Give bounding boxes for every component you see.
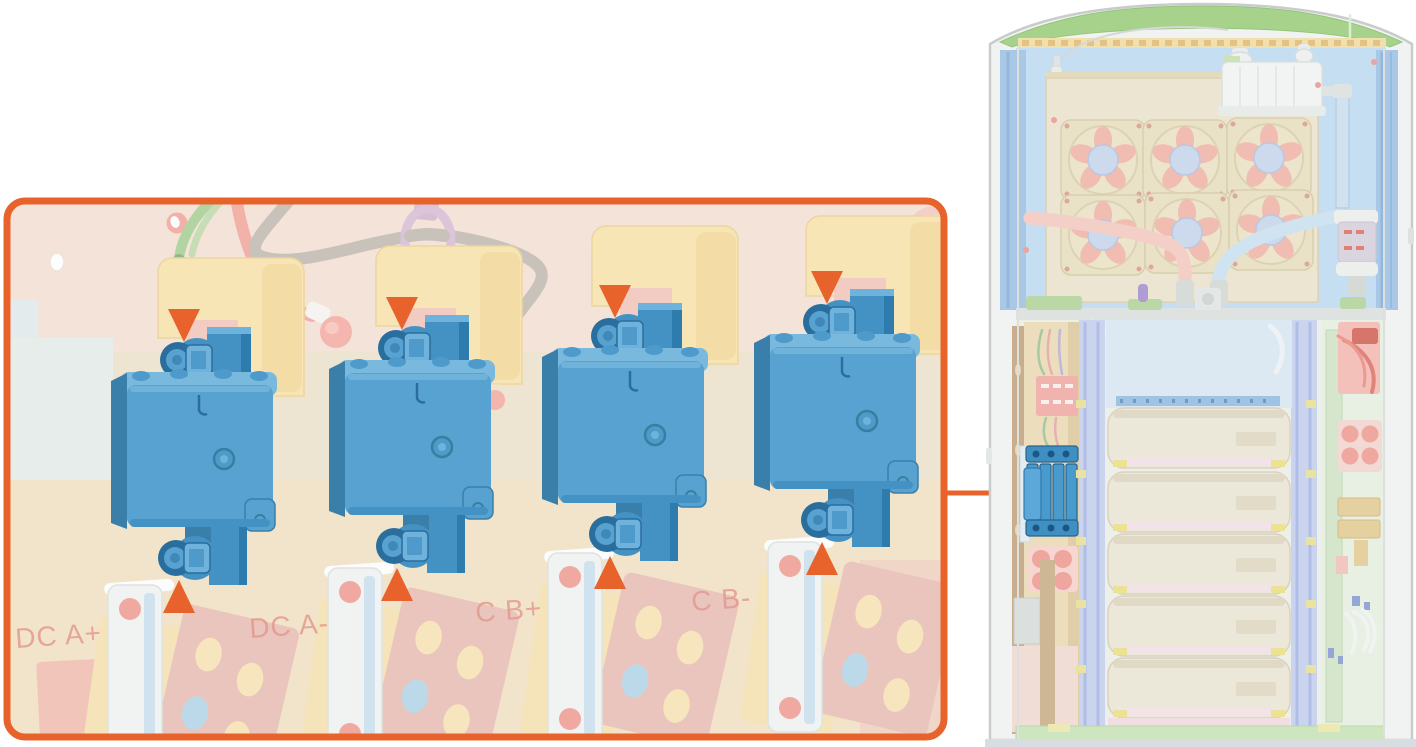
arrow-bottom-fuse-2 [381,568,413,601]
top-wire [1057,26,1229,65]
fuse-1 [111,309,277,613]
coolant-tank [1218,44,1340,116]
fan-1 [1060,119,1146,201]
fan-3 [1226,117,1312,199]
arrow-top-fuse-1 [168,309,200,342]
module-rails [1076,320,1317,738]
busbar-label-c-b-minus: C B- [690,582,752,617]
busbar-label-dc-a-plus: DC A+ [14,617,103,654]
detail-view: DC A+ DC A- C B+ C B- [3,197,948,741]
mid-divider [1016,284,1386,320]
filter-cylinder [1332,84,1378,370]
busbar-label-dc-a-minus: DC A- [248,608,330,644]
power-module-4 [1107,595,1291,657]
upper-left-rail [1000,50,1026,310]
power-module-3 [1107,533,1291,595]
arrow-bottom-fuse-4 [806,542,838,575]
busbar-label-c-b-plus: C B+ [474,592,543,628]
gland-plate-strip [1018,38,1386,48]
coolant-pipe-hot [1023,211,1192,291]
fan-2 [1142,119,1228,201]
power-modules [1107,407,1291,719]
power-module-5 [1107,657,1291,719]
arrow-top-fuse-4 [811,271,843,304]
module-header [1106,320,1292,408]
arrow-top-fuse-2 [386,297,418,330]
arrow-bottom-fuse-1 [163,580,195,613]
cabinet-view [985,2,1416,747]
coolant-pipe-cold [1211,209,1347,289]
cabinet-base [985,739,1416,747]
upper-bay [1000,26,1398,370]
detail-scene: DC A+ DC A- C B+ C B- [10,204,941,734]
fuse-3 [542,285,708,589]
fuse-block-highlight [1019,445,1079,543]
arrow-top-fuse-3 [599,285,631,318]
lower-bay [1012,319,1386,742]
power-module-1 [1107,407,1291,469]
fuse-4 [754,271,920,575]
control-wires [1037,328,1064,448]
right-panel [1322,320,1384,732]
panel-grommet [49,212,188,272]
fuse-2 [329,297,495,601]
contactor [1036,376,1078,416]
upper-right-rail [1376,50,1398,310]
arrow-bottom-fuse-3 [594,556,626,589]
power-module-2 [1107,471,1291,533]
detail-view-border [3,197,948,741]
